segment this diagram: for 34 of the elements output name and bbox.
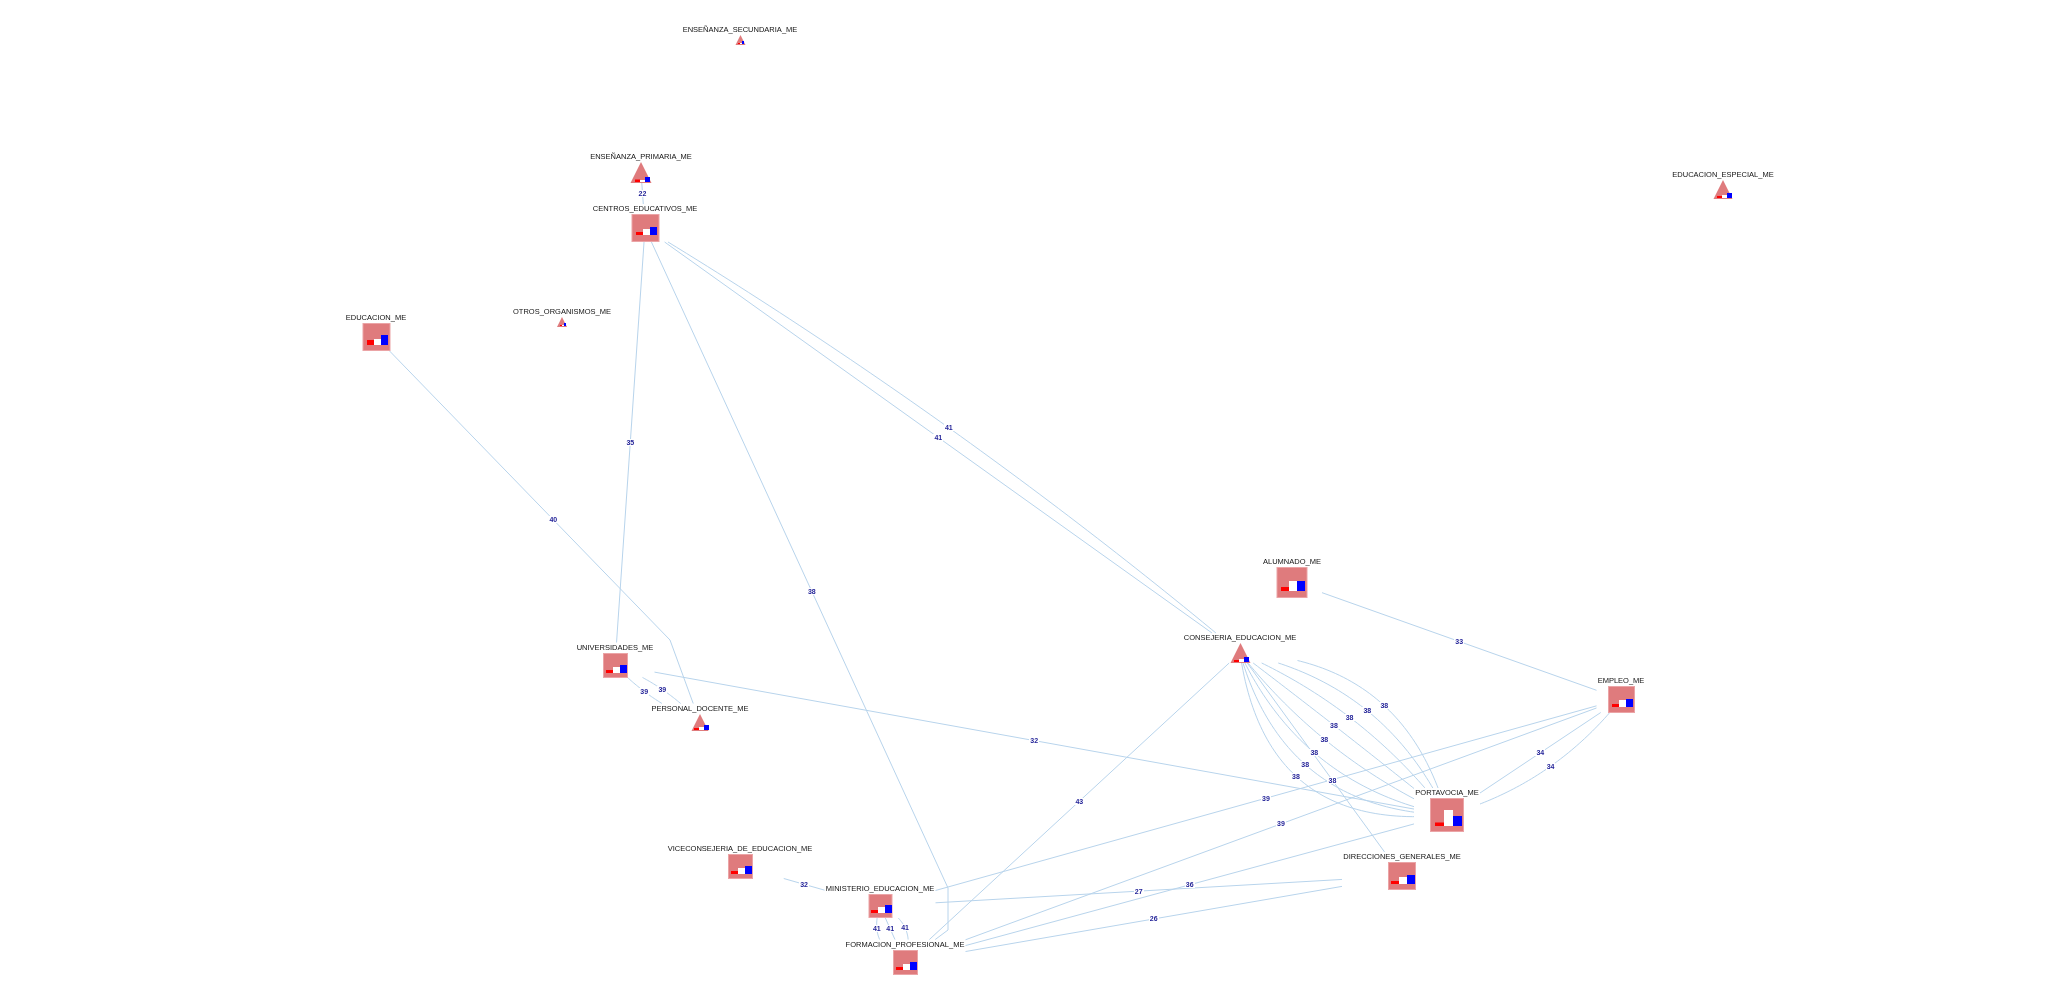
connector-line xyxy=(928,662,1230,940)
connector-line xyxy=(1246,662,1386,853)
triangle-node xyxy=(589,151,693,183)
square-node xyxy=(666,843,814,879)
connector-line xyxy=(1479,712,1602,794)
square-node xyxy=(824,884,936,918)
connector-line xyxy=(616,241,645,643)
square-node xyxy=(844,939,966,975)
square-node xyxy=(1414,788,1480,832)
triangle-node xyxy=(650,703,750,731)
triangle-node xyxy=(1671,169,1775,199)
square-node xyxy=(591,204,699,242)
connector-line xyxy=(965,823,1415,947)
square-node xyxy=(344,313,408,351)
connector-line xyxy=(1479,712,1611,805)
connector-line xyxy=(965,707,1597,941)
square-node xyxy=(1342,852,1462,890)
connector-line xyxy=(389,350,694,704)
connector-line xyxy=(884,917,896,940)
connector-line xyxy=(654,671,1415,810)
connector-line xyxy=(1321,592,1597,691)
triangle-node xyxy=(1182,633,1298,663)
triangle-node xyxy=(681,25,799,45)
connector-line xyxy=(965,885,1343,953)
square-node xyxy=(575,642,655,678)
square-node xyxy=(1262,556,1322,598)
connector-line xyxy=(897,917,909,940)
connector-line xyxy=(935,705,1597,891)
connector-line xyxy=(935,878,1343,904)
connector-line xyxy=(650,241,949,940)
triangle-node xyxy=(512,307,612,327)
square-node xyxy=(1596,675,1646,713)
connector-line xyxy=(641,182,644,205)
connector-line xyxy=(1297,660,1439,789)
